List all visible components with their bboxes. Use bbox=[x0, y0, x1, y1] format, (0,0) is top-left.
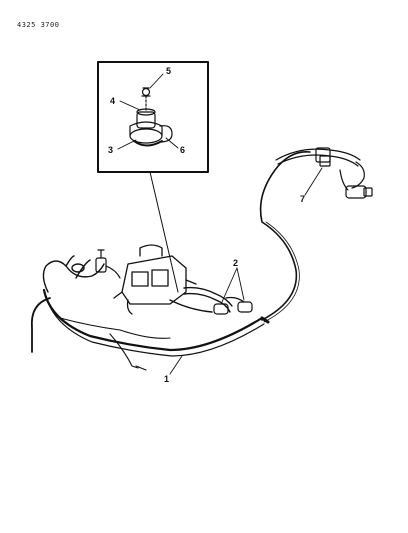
callout-3: 3 bbox=[108, 145, 113, 155]
left-branch-cables bbox=[30, 255, 105, 353]
rear-connector-assembly bbox=[275, 147, 373, 199]
main-harness-trunk bbox=[42, 288, 270, 357]
inset-callout-leaders bbox=[117, 73, 179, 150]
left-connectors bbox=[95, 249, 121, 279]
document-id: 4325 3700 bbox=[17, 21, 60, 29]
twin-connectors bbox=[213, 296, 253, 315]
rear-lead-cable bbox=[259, 151, 311, 321]
callout-1-leader bbox=[169, 355, 183, 375]
callout-2: 2 bbox=[233, 258, 238, 268]
inset-component bbox=[129, 87, 173, 147]
callout-4: 4 bbox=[110, 96, 115, 106]
inset-leader-line bbox=[149, 171, 179, 293]
callout-7: 7 bbox=[300, 194, 305, 204]
callout-7-leader bbox=[304, 167, 323, 196]
callout-1: 1 bbox=[164, 374, 169, 384]
center-module bbox=[113, 244, 197, 315]
callout-2-leaders bbox=[221, 267, 245, 303]
lower-wire-strands bbox=[59, 317, 171, 371]
detail-inset-frame bbox=[97, 61, 209, 173]
center-right-cable bbox=[169, 286, 233, 313]
callout-5: 5 bbox=[166, 66, 171, 76]
callout-6: 6 bbox=[180, 145, 185, 155]
